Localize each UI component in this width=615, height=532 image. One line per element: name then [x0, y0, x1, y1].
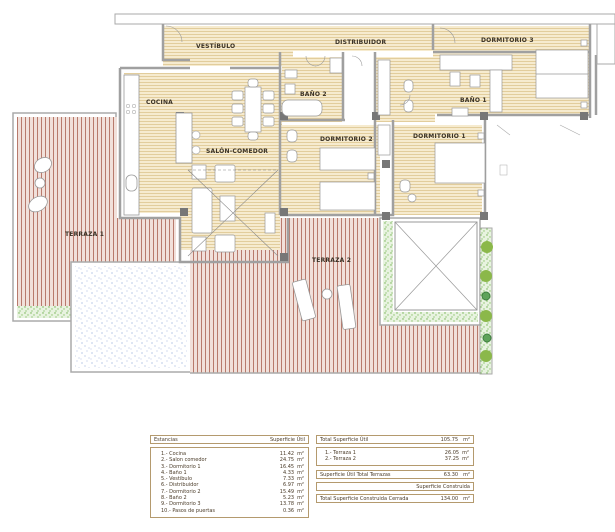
- room-label-bano-2: BAÑO 2: [300, 91, 327, 98]
- room-label-dormitorio-1: DORMITORIO 1: [413, 133, 466, 140]
- shrub: [481, 241, 493, 253]
- header-superficie-util: Superficie Útil: [270, 437, 305, 443]
- gravel-patio: [75, 266, 187, 368]
- floor-plan: VESTÍBULO DISTRIBUIDOR DORMITORIO 3 COCI…: [12, 13, 615, 375]
- interior: [118, 24, 598, 264]
- header-estancias: Estancias: [154, 437, 178, 443]
- terraza-1: [12, 112, 176, 322]
- dining-table: [231, 78, 275, 141]
- kitchen-island: [175, 112, 193, 164]
- room-label-dormitorio-3: DORMITORIO 3: [481, 37, 534, 44]
- bano-2-fixtures: [281, 57, 343, 117]
- dormitorio-3-furniture: [535, 39, 589, 109]
- room-label-terraza-1: TERRAZA 1: [65, 231, 104, 238]
- bano-1-fixtures: [377, 54, 513, 156]
- kitchen-counter: [123, 74, 140, 216]
- dormitorio-2-furniture: [286, 129, 376, 211]
- room-label-vestibulo: VESTÍBULO: [196, 42, 235, 50]
- total-construida-row: Total Superficie Construida Cerrada 134.…: [316, 493, 474, 503]
- room-label-cocina: COCINA: [146, 99, 173, 106]
- room-label-dormitorio-2: DORMITORIO 2: [320, 136, 373, 143]
- door-swings: [165, 25, 456, 106]
- facade-wall: [114, 13, 615, 25]
- table-estancias-header: Estancias Superficie Útil: [150, 435, 309, 444]
- room-label-bano-1: BAÑO 1: [460, 97, 487, 104]
- room-label-distribuidor: DISTRIBUIDOR: [335, 39, 386, 46]
- dormitorio-1-furniture: [399, 132, 486, 203]
- room-label-salon-comedor: SALÓN-COMEDOR: [206, 148, 268, 155]
- superficie-construida-header: Superficie Construida: [316, 481, 474, 491]
- room-label-terraza-2: TERRAZA 2: [312, 257, 351, 264]
